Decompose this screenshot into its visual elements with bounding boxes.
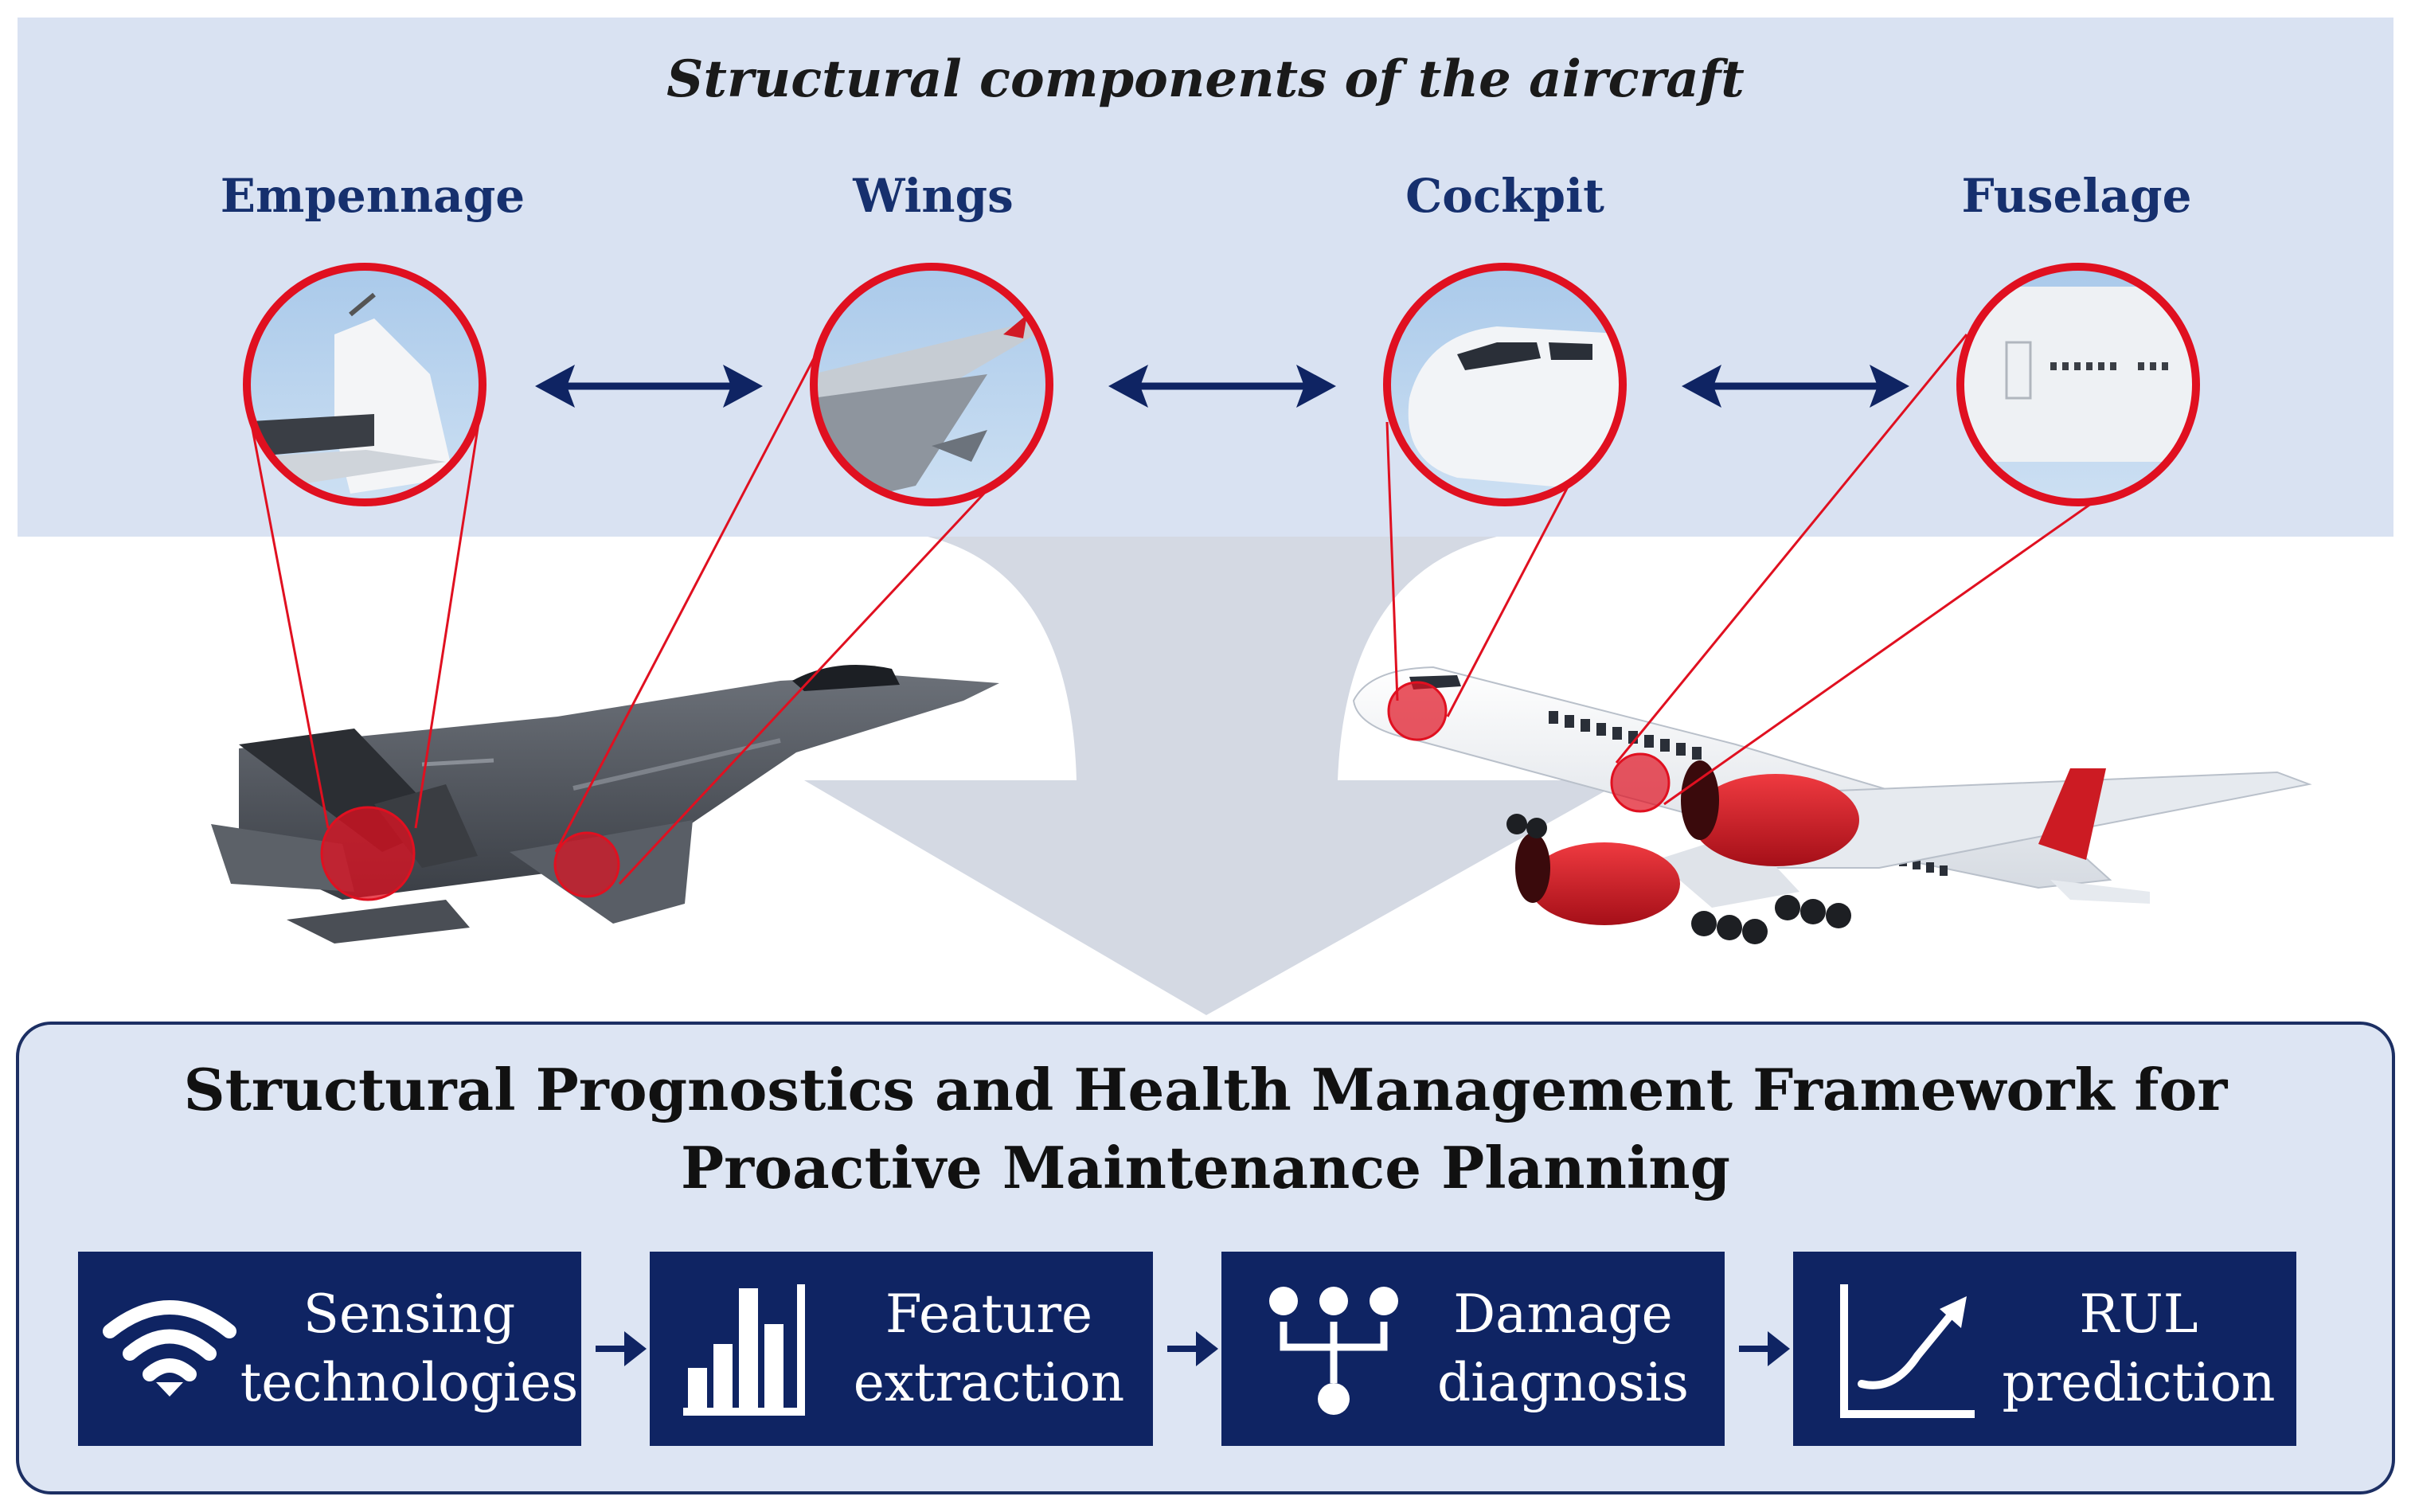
framework-title-line1: Structural Prognostics and Health Manage…	[183, 1056, 2228, 1123]
pipeline-arrows	[596, 1331, 1790, 1366]
step-line2: prediction	[2002, 1352, 2276, 1413]
cockpit-detail-icon	[1383, 263, 1627, 506]
wifi-signal-icon	[103, 1300, 236, 1397]
fighter-jet-icon	[211, 665, 999, 944]
step-line2: extraction	[853, 1352, 1125, 1413]
right-arrow-icon	[1167, 1331, 1218, 1366]
double-arrow-icon	[1682, 365, 1909, 408]
step-line1: Damage	[1453, 1283, 1673, 1345]
component-links	[535, 365, 1909, 408]
step-line1: Sensing	[303, 1283, 516, 1345]
double-arrow-icon	[1108, 365, 1336, 408]
right-arrow-icon	[596, 1331, 647, 1366]
framework-title: Structural Prognostics and Health Manage…	[0, 1051, 2411, 1207]
top-panel-title: Structural components of the aircraft	[666, 49, 1745, 109]
wing-detail-icon	[810, 263, 1053, 506]
callout-lines	[247, 334, 2095, 885]
trend-curve-icon	[1840, 1284, 1975, 1418]
step-feature-extraction: Feature extraction	[650, 1252, 1153, 1446]
step-rul-prediction: RUL prediction	[1793, 1252, 2296, 1446]
step-line1: RUL	[2079, 1283, 2198, 1345]
bar-chart-icon	[683, 1284, 805, 1416]
fuselage-detail-icon	[1956, 263, 2200, 506]
component-label-cockpit: Cockpit	[1405, 169, 1604, 223]
component-label-empennage: Empennage	[220, 169, 526, 223]
component-label-wings: Wings	[853, 169, 1014, 223]
classification-tree-icon	[1269, 1287, 1398, 1415]
component-label-fuselage: Fuselage	[1961, 169, 2192, 223]
step-line2: technologies	[240, 1352, 579, 1413]
step-damage-diagnosis: Damage diagnosis	[1221, 1252, 1725, 1446]
double-arrow-icon	[535, 365, 763, 408]
step-line2: diagnosis	[1436, 1352, 1690, 1413]
right-arrow-icon	[1739, 1331, 1790, 1366]
framework-title-line2: Proactive Maintenance Planning	[681, 1134, 1730, 1201]
funnel-arrow	[804, 537, 1624, 1015]
step-line1: Feature	[885, 1283, 1093, 1345]
airliner-icon	[1352, 666, 2312, 944]
aircraft-hotspots	[320, 681, 1671, 901]
step-sensing-technologies: Sensing technologies	[78, 1252, 581, 1446]
